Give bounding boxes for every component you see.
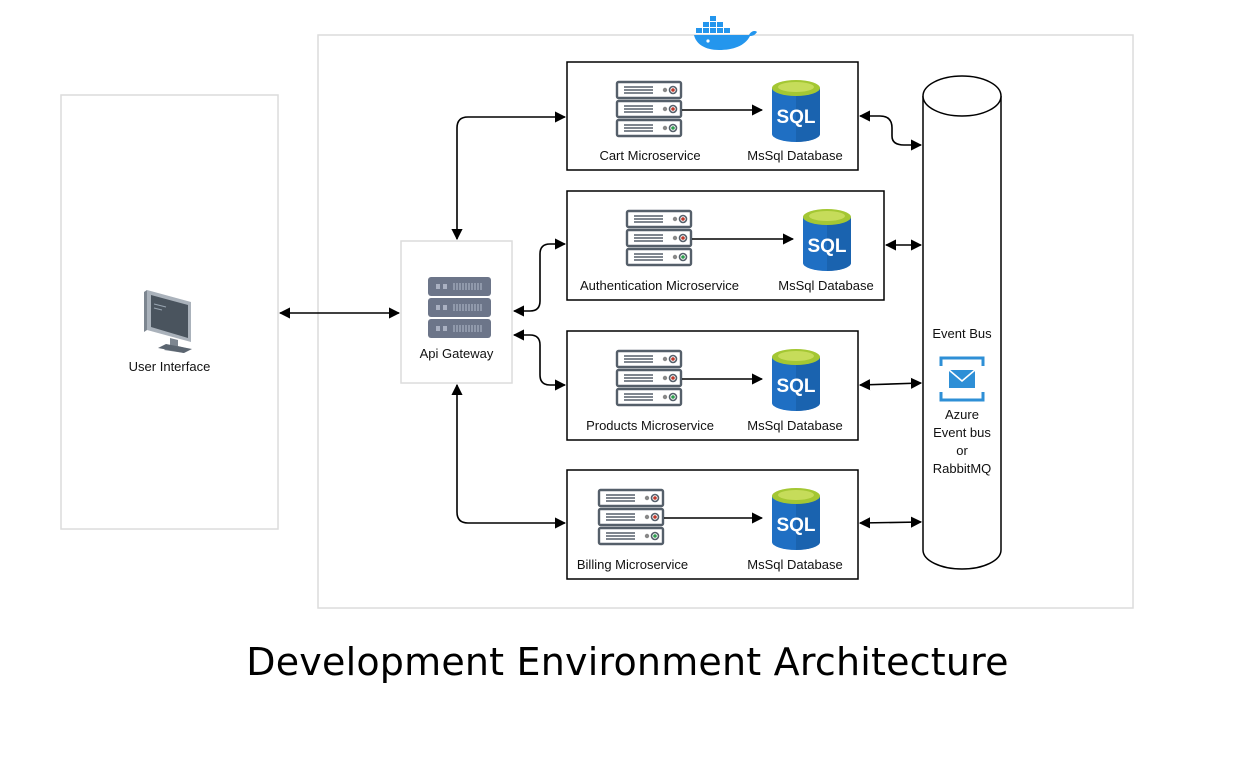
sql-glyph: SQL [776, 515, 815, 536]
products-server-icon [615, 349, 683, 407]
billing-server-icon [597, 488, 665, 546]
gateway-authentication-connector [512, 238, 567, 317]
gateway-cart-connector [451, 111, 567, 241]
authentication-server-icon [625, 209, 693, 267]
event-bus-line: Azure [945, 407, 979, 422]
mail-envelope-icon [939, 356, 985, 402]
billing-microservice-label: Billing Microservice [576, 557, 689, 572]
cart-server-icon [615, 80, 683, 138]
event-bus-label: Event Bus [932, 326, 992, 341]
cart-microservice-label: Cart Microservice [599, 148, 701, 163]
sql-glyph: SQL [776, 107, 815, 128]
sql-glyph: SQL [776, 376, 815, 397]
products-db-label: MsSql Database [747, 418, 843, 433]
event-bus-line: or [956, 443, 968, 458]
products-microservice-label: Products Microservice [586, 418, 714, 433]
event-bus-line: Event bus [933, 425, 991, 440]
products-eventbus-connector [858, 377, 923, 391]
cart-db-label: MsSql Database [747, 148, 843, 163]
billing-eventbus-connector [858, 516, 923, 529]
user-interface-label: User Interface [128, 359, 211, 374]
docker-whale-icon [694, 16, 757, 50]
event-bus-line: RabbitMQ [932, 461, 992, 476]
api-gateway-label: Api Gateway [419, 346, 494, 361]
server-stack-icon [428, 277, 491, 338]
authentication-db-label: MsSql Database [778, 278, 874, 293]
event-bus-cylinder [922, 75, 1002, 570]
sql-glyph: SQL [807, 236, 846, 257]
billing-db-label: MsSql Database [747, 557, 843, 572]
monitor-icon [144, 290, 192, 353]
cart-eventbus-connector [858, 110, 923, 151]
gateway-billing-connector [451, 383, 567, 529]
diagram-title: Development Environment Architecture [246, 640, 1009, 684]
authentication-microservice-label: Authentication Microservice [580, 278, 739, 293]
